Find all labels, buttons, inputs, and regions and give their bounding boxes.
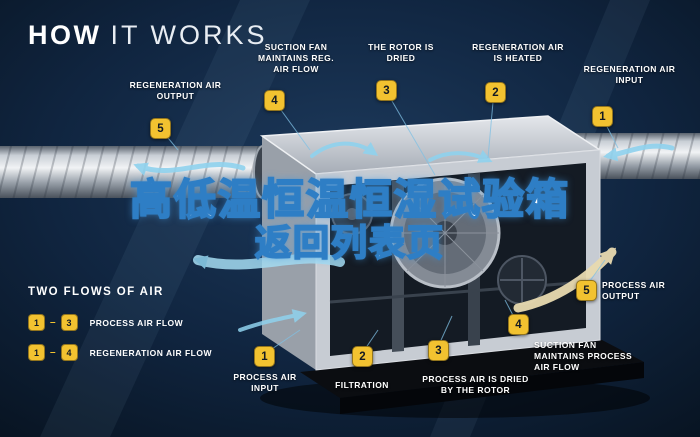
label-regeneration-air-heated: REGENERATION AIR IS HEATED <box>472 42 564 64</box>
badge-suction-fan-process: 4 <box>508 314 529 335</box>
watermark-line1: 高低温恒温恒湿试验箱 <box>129 175 570 224</box>
watermark-return-link: 返回列表页 <box>254 221 445 264</box>
legend-badge-regeneration-to: 4 <box>60 344 78 361</box>
badge-regeneration-air-output: 5 <box>150 118 171 139</box>
badge-regeneration-air-input: 1 <box>592 106 613 127</box>
badge-process-air-dried: 3 <box>428 340 449 361</box>
left-duct <box>0 145 273 199</box>
legend-row-regeneration: 1 – 4 REGENERATION AIR FLOW <box>28 344 212 361</box>
label-filtration: FILTRATION <box>335 380 389 390</box>
title-word-how: HOW <box>28 20 102 50</box>
rotor <box>389 177 501 289</box>
watermark: 高低温恒温恒湿试验箱 返回列表页 <box>0 175 700 264</box>
badge-rotor-dried: 3 <box>376 80 397 101</box>
label-process-air-output: PROCESS AIR OUTPUT <box>602 280 666 302</box>
page-title: HOW IT WORKS <box>28 20 268 51</box>
legend-row-process: 1 – 3 PROCESS AIR FLOW <box>28 314 183 331</box>
legend-title: TWO FLOWS OF AIR <box>28 286 164 298</box>
legend-label-regeneration: REGENERATION AIR FLOW <box>89 347 212 358</box>
legend-dash-regeneration: – <box>50 347 56 358</box>
label-regeneration-air-input: REGENERATION AIR INPUT <box>583 64 676 86</box>
title-words-it-works: IT WORKS <box>110 20 268 50</box>
label-process-air-input: PROCESS AIR INPUT <box>233 372 297 394</box>
process-fan <box>497 255 547 305</box>
legend-label-process: PROCESS AIR FLOW <box>89 317 184 328</box>
machine-body <box>259 115 603 371</box>
airflow-arrows <box>133 141 675 332</box>
legend-badge-regeneration-from: 1 <box>28 344 45 361</box>
badge-regeneration-air-heated: 2 <box>485 82 506 103</box>
badge-suction-fan-reg: 4 <box>264 90 285 111</box>
legend-badge-process-to: 3 <box>60 314 78 331</box>
label-process-air-dried: PROCESS AIR IS DRIED BY THE ROTOR <box>422 374 529 396</box>
legend-badge-process-from: 1 <box>28 314 45 331</box>
badge-process-air-input: 1 <box>254 346 275 367</box>
base-platform <box>260 340 650 418</box>
label-regeneration-air-output: REGENERATION AIR OUTPUT <box>129 80 222 102</box>
label-suction-fan-reg: SUCTION FAN MAINTAINS REG. AIR FLOW <box>257 42 335 75</box>
legend-dash-process: – <box>50 317 56 328</box>
label-rotor-dried: THE ROTOR IS DRIED <box>368 42 434 64</box>
badge-filtration: 2 <box>352 346 373 367</box>
label-suction-fan-process: SUCTION FAN MAINTAINS PROCESS AIR FLOW <box>534 340 633 373</box>
badge-process-air-output: 5 <box>576 280 597 301</box>
